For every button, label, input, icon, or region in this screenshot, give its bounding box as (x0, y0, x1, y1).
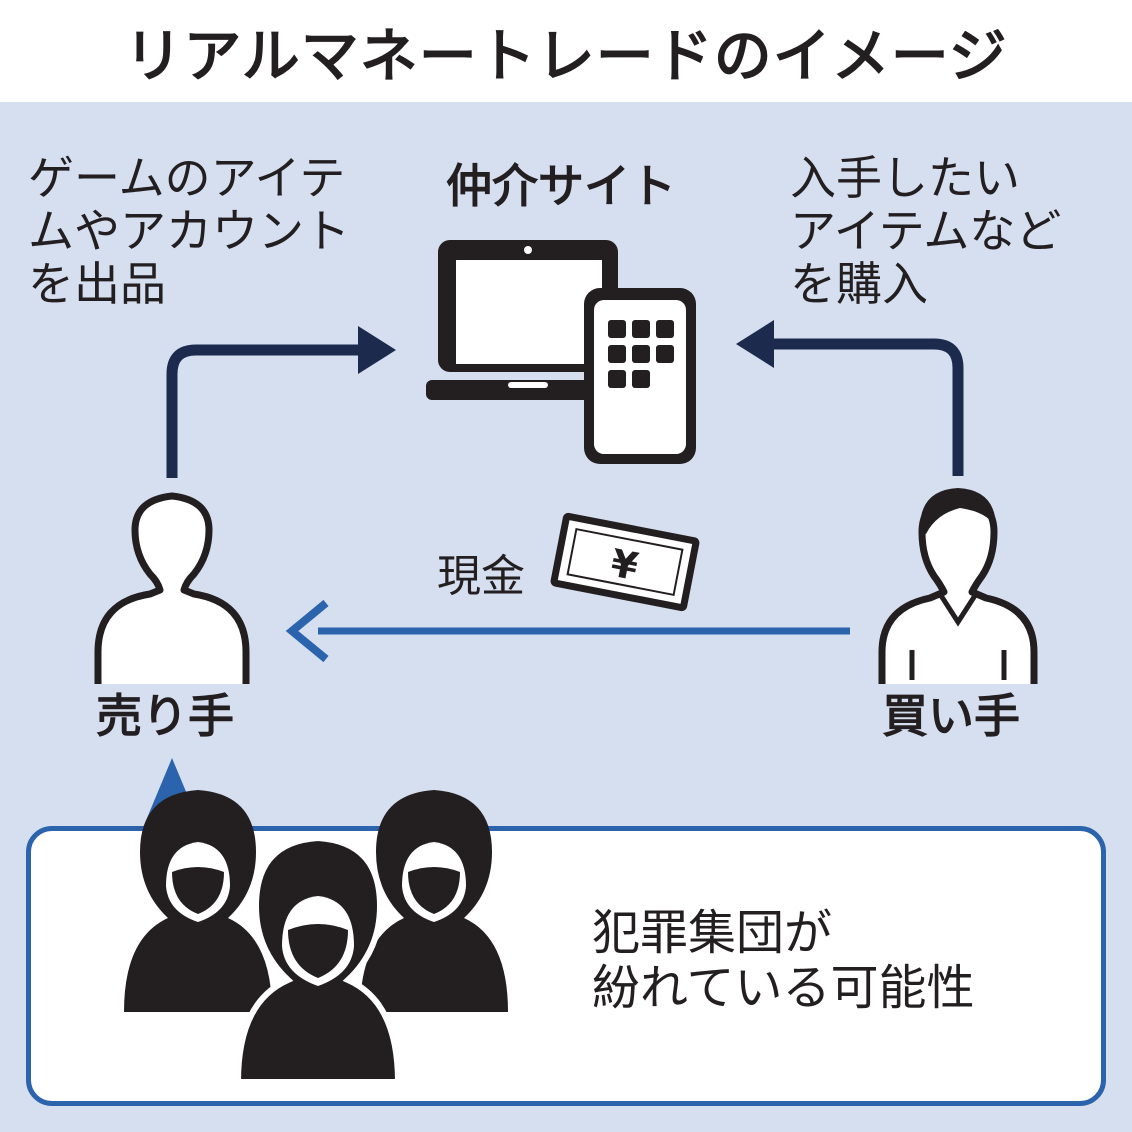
buyer-caption-line-1: 入手したい (790, 151, 1020, 205)
seller-caption-line-3: を出品 (28, 256, 166, 311)
hooded-figures-icon (124, 790, 508, 1085)
seller-caption-line-1: ゲームのアイテ (28, 151, 346, 205)
banknote-icon: ¥ (550, 512, 700, 612)
seller-caption-line-2: ムやアカウント (28, 203, 350, 258)
hooded-figure-right (360, 790, 508, 1012)
seller-caption: ゲームのアイテ ムやアカウント を出品 (28, 152, 350, 311)
risk-text-line-2: 紛れている可能性 (592, 960, 975, 1017)
risk-text: 犯罪集団が 紛れている可能性 (592, 905, 975, 1017)
smartphone-icon (584, 288, 696, 464)
buyer-caption-line-2: アイテムなど (790, 203, 1062, 258)
laptop-icon (426, 240, 630, 400)
title-bar: リアルマネートレードのイメージ (0, 0, 1132, 102)
cash-flow-arrow (285, 599, 850, 663)
buyer-person-icon (878, 488, 1038, 684)
buyer-to-site-arrow (736, 320, 964, 476)
buyer-caption-line-3: を購入 (790, 256, 928, 311)
app-grid-icon (608, 320, 674, 388)
buyer-label: 買い手 (882, 689, 1020, 743)
hooded-figure-left (124, 790, 272, 1012)
site-label: 仲介サイト (446, 159, 676, 213)
buyer-caption: 入手したい アイテムなど を購入 (790, 152, 1061, 311)
seller-person-icon (94, 492, 250, 684)
seller-label: 売り手 (96, 689, 234, 743)
diagram-title: リアルマネートレードのイメージ (124, 22, 1008, 90)
hooded-figure-center (234, 834, 402, 1085)
risk-text-line-1: 犯罪集団が (592, 905, 833, 961)
seller-to-site-arrow (166, 326, 396, 478)
cash-label: 現金 (437, 551, 525, 602)
